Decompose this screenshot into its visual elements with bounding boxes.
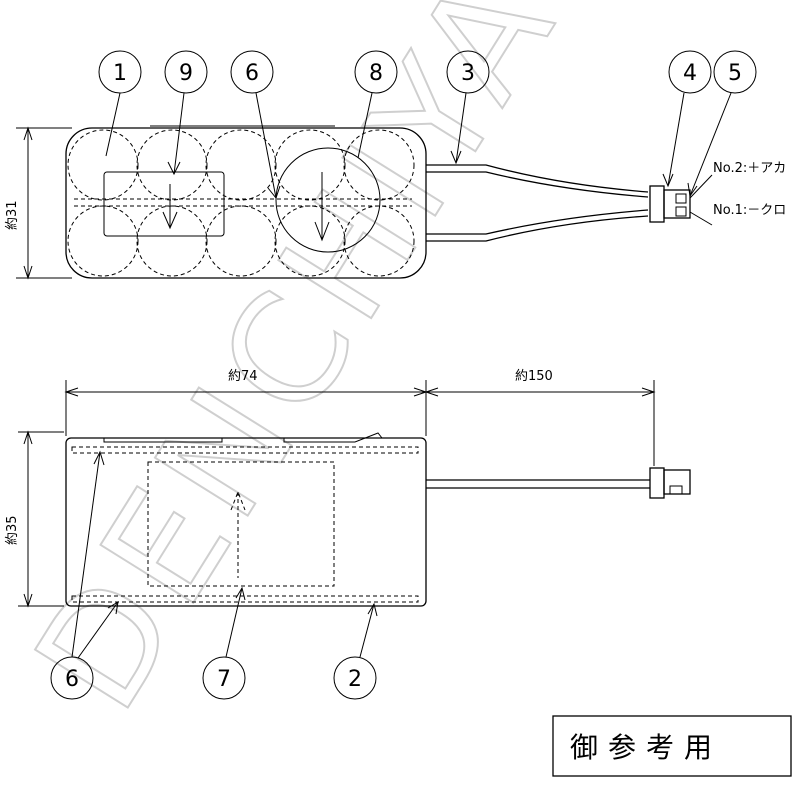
connector-top [649,185,691,223]
dimension-side-height: 約35 [5,515,20,545]
dimension-lead-length: 約150 [515,369,553,384]
callout-5: 5 [728,61,742,86]
dimension-length: 約74 [228,369,258,384]
callout-6-bottom: 6 [65,667,79,692]
connector-side [649,467,691,499]
callout-4: 4 [683,61,697,86]
label-panel [103,171,225,237]
side-view: 約74 約150 約35 [5,369,691,608]
dimension-top-height: 約31 [5,200,20,230]
callout-7: 7 [217,667,231,692]
callout-3: 3 [461,61,475,86]
callout-1: 1 [113,61,127,86]
callout-8: 8 [369,61,383,86]
insulation-disk [275,147,381,253]
connector-label-no2: No.2:＋アカ [713,161,786,176]
top-view: No.2:＋アカ No.1:－クロ 約31 [5,125,786,280]
watermark: DENCHIYA [3,0,591,739]
callout-9: 9 [179,61,193,86]
callouts: 1 9 6 8 3 4 5 6 [50,50,757,700]
top-pack-outline [65,127,427,279]
connector-label-no1: No.1:－クロ [713,203,786,218]
reference-stamp: 御参考用 [552,715,792,777]
callout-6-top: 6 [245,61,259,86]
lead-wires [426,164,649,242]
side-label [147,461,335,587]
side-pack-outline [65,437,427,607]
svg-text:御参考用: 御参考用 [570,731,722,764]
callout-2: 2 [348,667,362,692]
